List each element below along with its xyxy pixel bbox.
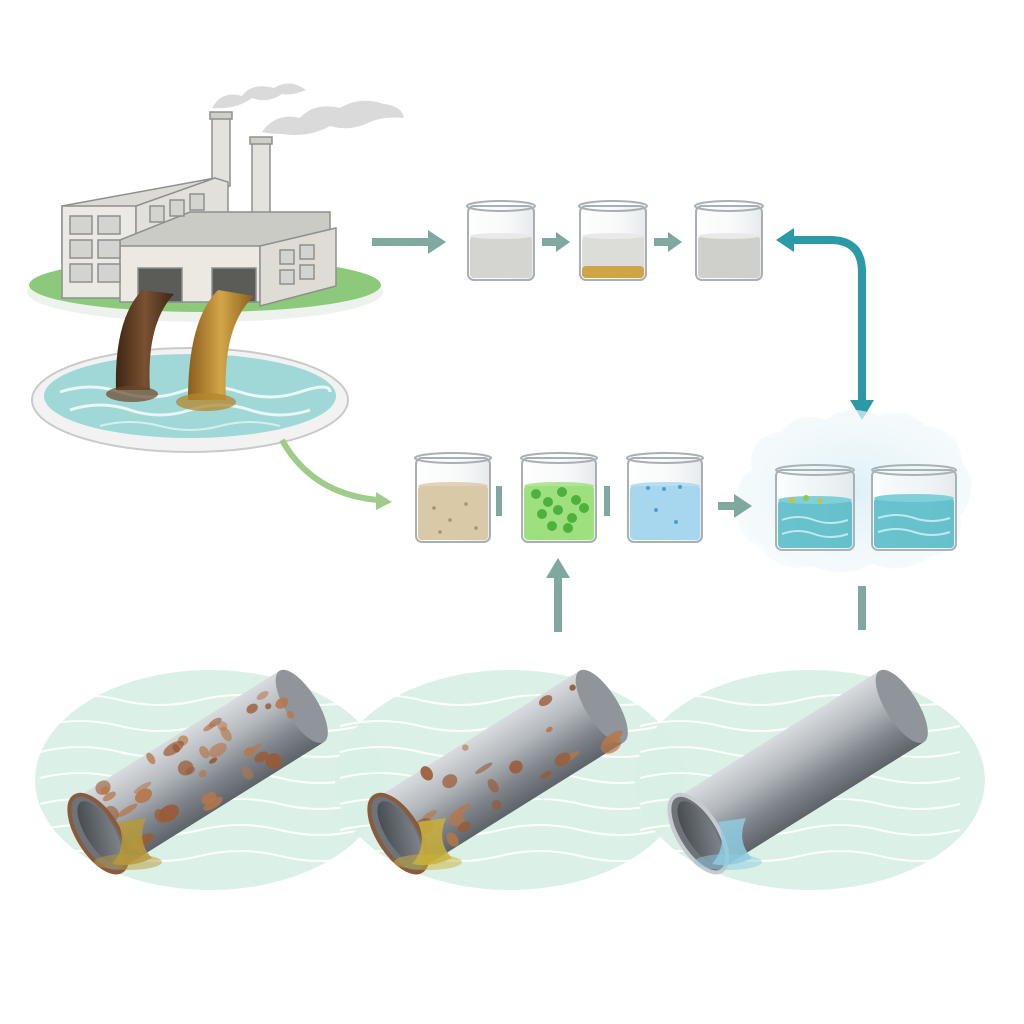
chimney-left xyxy=(211,115,231,187)
beaker-settling-2 xyxy=(578,200,648,281)
chimney-right-cap xyxy=(249,136,273,145)
inflow-arrow-icon xyxy=(279,438,392,510)
amber-effluent-stream xyxy=(188,290,254,400)
dark-effluent-stream xyxy=(115,290,174,390)
beaker-sediment xyxy=(582,266,644,278)
beaker-sediment xyxy=(698,266,760,278)
final-tank-left xyxy=(775,464,855,551)
beaker-sludge xyxy=(414,452,492,543)
top-beaker-row xyxy=(466,200,764,281)
up-arrow-icon xyxy=(546,558,570,632)
pipe-outflow xyxy=(112,818,152,866)
beaker-liquid xyxy=(418,486,488,540)
arrows-mid xyxy=(496,486,752,518)
beaker-settling-1 xyxy=(466,200,536,281)
arrow-icon xyxy=(718,494,752,518)
pipe-row xyxy=(35,669,985,890)
arrow-icon xyxy=(372,230,446,254)
factory-icon xyxy=(61,111,337,307)
arrow-icon xyxy=(654,232,682,252)
pipe-heavily-corroded xyxy=(35,669,385,890)
connector-bar xyxy=(604,486,610,516)
arrows-top xyxy=(372,230,682,254)
smoke-cloud-icon xyxy=(212,83,404,135)
beaker-liquid xyxy=(630,486,700,540)
arrow-icon xyxy=(542,232,570,252)
beaker-sediment xyxy=(470,266,532,278)
effluent-streams xyxy=(106,290,254,411)
beaker-settling-3 xyxy=(694,200,764,281)
pipe-outflow xyxy=(712,818,752,866)
final-tank-right xyxy=(871,464,957,551)
pipe-outflow xyxy=(412,818,452,866)
chimney-left-cap xyxy=(209,111,233,120)
connector-bar xyxy=(496,486,502,516)
pipe-partly-corroded xyxy=(335,669,685,890)
chimney-right xyxy=(251,141,271,223)
pipe-clean xyxy=(635,669,985,890)
final-tanks xyxy=(775,464,957,551)
beaker-polishing xyxy=(626,452,704,543)
arrows-lower xyxy=(546,558,866,632)
connector-bar xyxy=(858,586,866,630)
mid-beaker-row xyxy=(414,452,704,543)
building-front-side xyxy=(259,227,337,307)
return-arrow-icon xyxy=(776,228,874,420)
beaker-biological xyxy=(520,452,598,543)
